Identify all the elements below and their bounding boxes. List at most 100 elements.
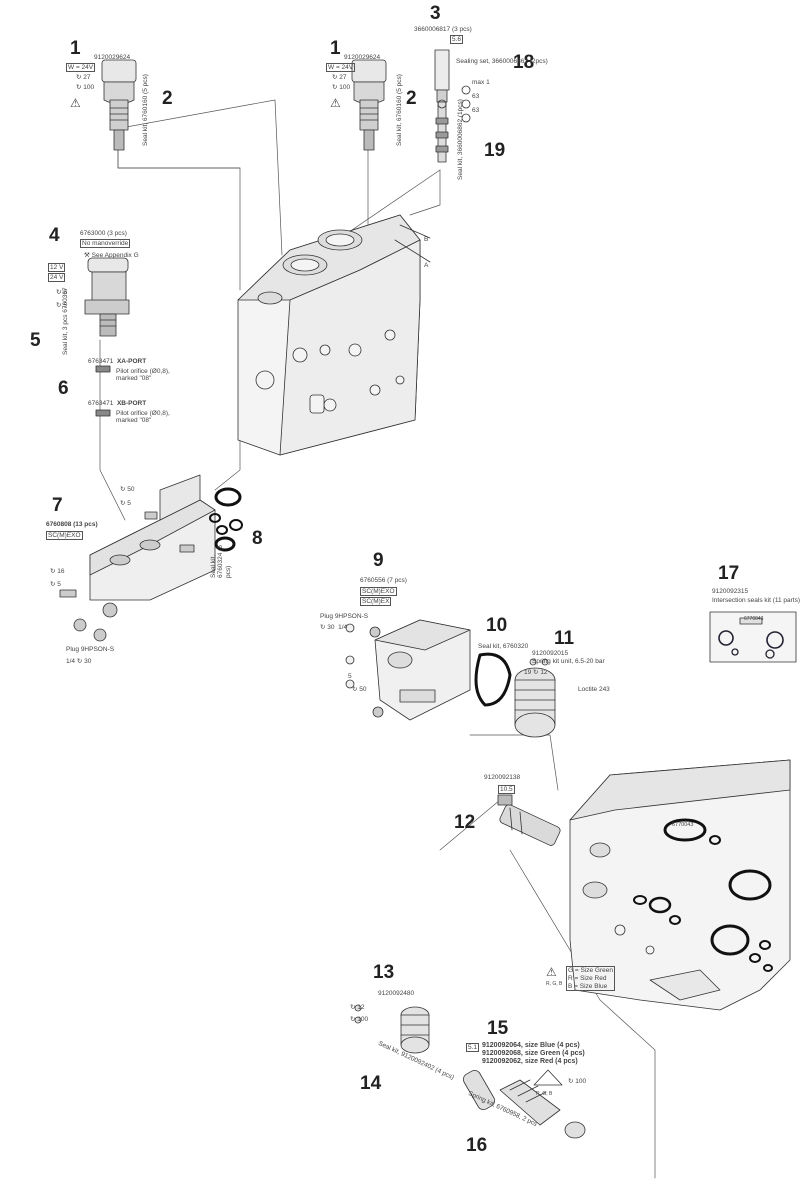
orifice-6b-desc: Pilot orifice (Ø0,8), marked "08" [116, 410, 170, 425]
item-number-5: 5 [30, 330, 41, 351]
torque-value: 16 [57, 568, 65, 575]
item-number-1b: 1 [330, 38, 341, 59]
port-label-b: B [424, 236, 429, 243]
legend-red: R = Size Red [568, 974, 607, 982]
item-number-3: 3 [430, 3, 441, 24]
torque-7-3: ↻ 16 [50, 568, 65, 575]
torque-4-2: ↻ 5 [56, 302, 67, 309]
item-number-4: 4 [49, 225, 60, 246]
torque-value: 1/4 [338, 624, 348, 631]
part-code-9: 6760556 (7 pcs) [360, 577, 407, 584]
torque-icon: ↻ [350, 1004, 358, 1011]
torque-icon: ↻ [320, 624, 328, 631]
wrench-box-15: 5.1 [466, 1043, 480, 1053]
item-number-15: 15 [487, 1018, 509, 1039]
orifice-6a-code: 6763471 XA-PORT [88, 358, 146, 365]
torque-15: ↻ 100 [568, 1078, 586, 1085]
torque-1a-1: ↻ 27 [76, 74, 91, 81]
item-number-7: 7 [52, 495, 63, 516]
seal-kit-label-10: Seal kit, 6760320 [478, 643, 529, 650]
item-number-8: 8 [252, 528, 263, 549]
spring-kit-desc-11: Spring kit unit, 6.5-20 bar [532, 658, 605, 665]
legend-green: G = Size Green [568, 967, 613, 974]
orifice-code: 6763471 [88, 400, 114, 407]
torque-value: 100 [339, 84, 351, 91]
torque-value: 50 [127, 486, 135, 493]
torque-value: 27 [83, 74, 91, 81]
torque-13-2: ↻ 100 [350, 1016, 368, 1023]
torque-value: 19 [524, 669, 532, 676]
valve-section-body-upper [237, 214, 431, 456]
torque-value: 5 [348, 673, 352, 680]
torque-value: 1/4 [66, 658, 76, 665]
seal-kit-8 [209, 487, 243, 552]
torque-7-5: 1/4 ↻ 30 [66, 658, 91, 665]
torque-1a-2: ↻ 100 [76, 84, 94, 91]
torque-1b-2: ↻ 100 [332, 84, 350, 91]
torque-value: 27 [339, 74, 347, 81]
orifice-port: XA-PORT [116, 358, 147, 365]
seal-kit-label-8: Seal kit, 6760324 (5 pcs) [210, 545, 232, 578]
torque-1b-1: ↻ 27 [332, 74, 347, 81]
cartridge-13 [354, 1004, 430, 1054]
torque-icon: ↻ [76, 84, 84, 91]
torque-9-3: 5 [348, 673, 352, 680]
item-number-10: 10 [486, 615, 508, 636]
seal-kit-label-2a: Seal kit, 6760160 (5 pcs) [142, 74, 149, 146]
legend-rgb: R, G, B [546, 981, 563, 987]
plug-label-9: Plug 9HPSON-S [320, 613, 369, 620]
type-box-9b: SC(M)EX [360, 597, 392, 607]
torque-value: 100 [83, 84, 95, 91]
item-number-14: 14 [360, 1073, 382, 1094]
item-number-2a: 2 [162, 88, 173, 109]
orifice-6a [95, 365, 111, 373]
part-code-11: 9120092015 [532, 650, 569, 657]
torque-icon: ↻ [533, 669, 541, 676]
torque-value: 30 [84, 658, 92, 665]
sticker-label-body: 6770043 [672, 822, 694, 828]
part-code-12: 9120092138 [484, 774, 521, 781]
orifice-code: 6763471 [88, 358, 114, 365]
part-code-1b: 9120029624 [344, 54, 381, 61]
item-number-13: 13 [373, 962, 395, 983]
torque-icon: ↻ [76, 658, 85, 665]
wrench-box-3: 5.6 [450, 35, 464, 45]
torque-icon: ↻ [568, 1078, 576, 1085]
torque-value: 5 [127, 500, 131, 507]
override-box-4: No manoverride [80, 239, 131, 249]
torque-value: 100 [357, 1016, 369, 1023]
plug-label-7: Plug 9HPSON-S [66, 646, 115, 653]
torque-icon: ↻ [120, 486, 128, 493]
torque-icon: ↻ [120, 500, 128, 507]
spring-assembly-16 [463, 1069, 586, 1139]
item-number-17: 17 [718, 563, 740, 584]
appendix-note-4: ⚒ See Appendix G [84, 252, 139, 259]
valve-section-body-lower [569, 759, 791, 1011]
voltage-box-1b: W = 24V [326, 63, 356, 73]
intersection-seals-block-17 [709, 611, 797, 663]
torque-icon: ↻ [56, 302, 64, 309]
appendix-text: See Appendix G [91, 252, 139, 259]
port-label-a: A [424, 262, 429, 269]
item-number-19: 19 [484, 140, 506, 161]
voltage-box-4a: 12 V [48, 263, 66, 273]
torque-value: 12 [357, 1004, 365, 1011]
part-code-1a: 9120029624 [94, 54, 131, 61]
torque-icon: ↻ [332, 74, 340, 81]
item-number-11: 11 [554, 628, 575, 649]
item-number-6: 6 [58, 378, 69, 399]
torque-value: 30 [327, 624, 335, 631]
legend-blue: B = Size Blue [568, 982, 608, 990]
sealing-set-18: Sealing set, 3660006862 (2pcs) [456, 58, 548, 65]
seal-kit-label-2b: Seal kit, 6760160 (5 pcs) [396, 74, 403, 146]
size-legend: G = Size Green R = Size Red B = Size Blu… [566, 966, 615, 992]
torque-icon: ↻ [350, 1016, 358, 1023]
torque-value: 50 [359, 686, 367, 693]
cartridge-12 [497, 794, 561, 846]
torque-9-1: ↻ 30 1/4 [320, 624, 347, 631]
item-number-16: 16 [466, 1135, 488, 1156]
torque-value: 5 [63, 302, 67, 309]
part-code-7: 6760808 (13 pcs) [46, 521, 98, 528]
seal-kit-label-5: Seal kit, 3 pcs 6760367 [62, 287, 69, 355]
